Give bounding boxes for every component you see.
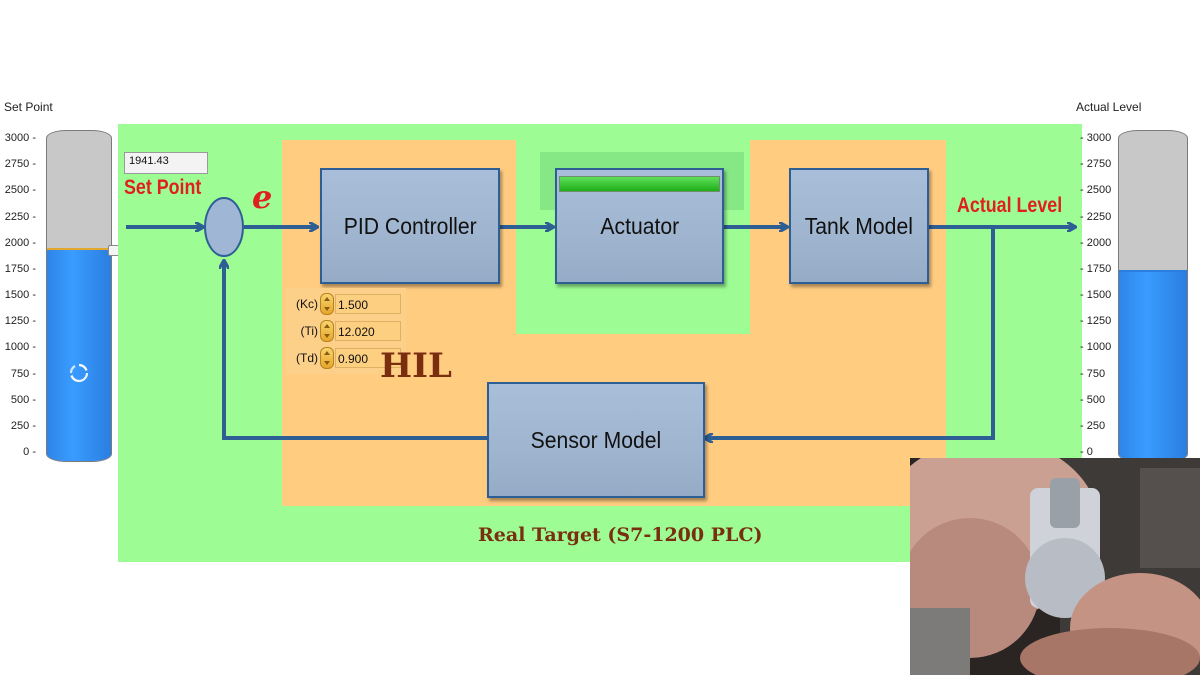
right-scale-tick-label: - 0: [1080, 446, 1093, 458]
actual-level-tank-fill: [1119, 269, 1187, 461]
hil-label: HIL: [380, 346, 452, 386]
right-scale-tick-label: - 1500: [1080, 289, 1112, 301]
pid-controller-block[interactable]: PID Controller: [320, 168, 500, 284]
left-scale-tick-label: 1000 -: [4, 341, 36, 354]
param-kc-label: (Kc): [296, 297, 318, 311]
right-scale-tick-label: - 750: [1080, 367, 1106, 380]
summing-junction: [205, 198, 243, 256]
actual-level-label: Actual Level: [957, 194, 1063, 217]
right-scale-tick-label: - 1750: [1080, 262, 1112, 275]
right-scale-tick-label: - 2500: [1080, 184, 1112, 197]
param-td-input[interactable]: 0.900: [335, 348, 401, 368]
right-scale-tick-label: - 250: [1080, 419, 1106, 432]
tank-model-label: Tank Model: [804, 212, 914, 239]
left-scale-tick-label: 3000 -: [4, 132, 36, 144]
setpoint-tank-gauge[interactable]: [46, 130, 112, 462]
param-td-label: (Td): [296, 351, 318, 365]
param-ti: (Ti) 12.020: [284, 320, 401, 342]
actuator-progress-fill: [560, 177, 719, 191]
actual-level-tank-gauge: [1118, 130, 1188, 462]
ti-spinner-icon[interactable]: [320, 320, 334, 342]
error-label: e: [252, 178, 273, 216]
refresh-spinner-icon: [69, 363, 89, 383]
actuator-block[interactable]: Actuator: [555, 168, 724, 284]
right-scale-tick-label: - 2750: [1080, 158, 1112, 171]
actuator-progress-bar: [559, 176, 720, 192]
left-scale-tick-label: 500 -: [10, 393, 36, 406]
left-scale-tick-label: 750 -: [10, 367, 36, 380]
pid-controller-label: PID Controller: [343, 212, 477, 239]
setpoint-label: Set Point: [124, 176, 202, 199]
left-scale-tick-label: 2000 -: [4, 236, 36, 249]
param-ti-input[interactable]: 12.020: [335, 321, 401, 341]
actual-level-gauge-title: Actual Level: [1076, 100, 1142, 114]
setpoint-gauge-title: Set Point: [4, 100, 53, 114]
sensor-model-label: Sensor Model: [530, 426, 662, 453]
right-scale-tick-label: - 2000: [1080, 236, 1112, 249]
left-scale-tick-label: 2250 -: [4, 210, 36, 223]
real-target-label: Real Target (S7-1200 PLC): [478, 524, 763, 546]
param-ti-label: (Ti): [300, 324, 318, 338]
left-scale-tick-label: 2500 -: [4, 184, 36, 197]
right-scale-tick-label: - 1000: [1080, 341, 1112, 354]
setpoint-readout[interactable]: 1941.43: [124, 152, 208, 174]
left-scale-tick-label: 1500 -: [4, 289, 36, 301]
sensor-model-block[interactable]: Sensor Model: [487, 382, 705, 498]
left-scale-tick-label: 250 -: [10, 419, 36, 432]
tank-model-block[interactable]: Tank Model: [789, 168, 929, 284]
left-scale-tick-label: 2750 -: [4, 158, 36, 171]
param-kc: (Kc) 1.500: [284, 293, 401, 315]
actuator-label: Actuator: [600, 212, 679, 239]
right-scale-tick-label: - 500: [1080, 393, 1106, 406]
kc-spinner-icon[interactable]: [320, 293, 334, 315]
td-spinner-icon[interactable]: [320, 347, 334, 369]
left-scale-tick-label: 1750 -: [4, 262, 36, 275]
left-scale-tick-label: 0 -: [23, 446, 36, 458]
webcam-video-overlay: [910, 458, 1200, 675]
param-kc-input[interactable]: 1.500: [335, 294, 401, 314]
right-scale-tick-label: - 3000: [1080, 132, 1112, 144]
left-scale-tick-label: 1250 -: [4, 315, 36, 328]
right-scale-tick-label: - 2250: [1080, 210, 1112, 223]
setpoint-tank-fill: [47, 247, 111, 461]
param-td: (Td) 0.900: [284, 347, 401, 369]
right-scale-tick-label: - 1250: [1080, 315, 1112, 328]
